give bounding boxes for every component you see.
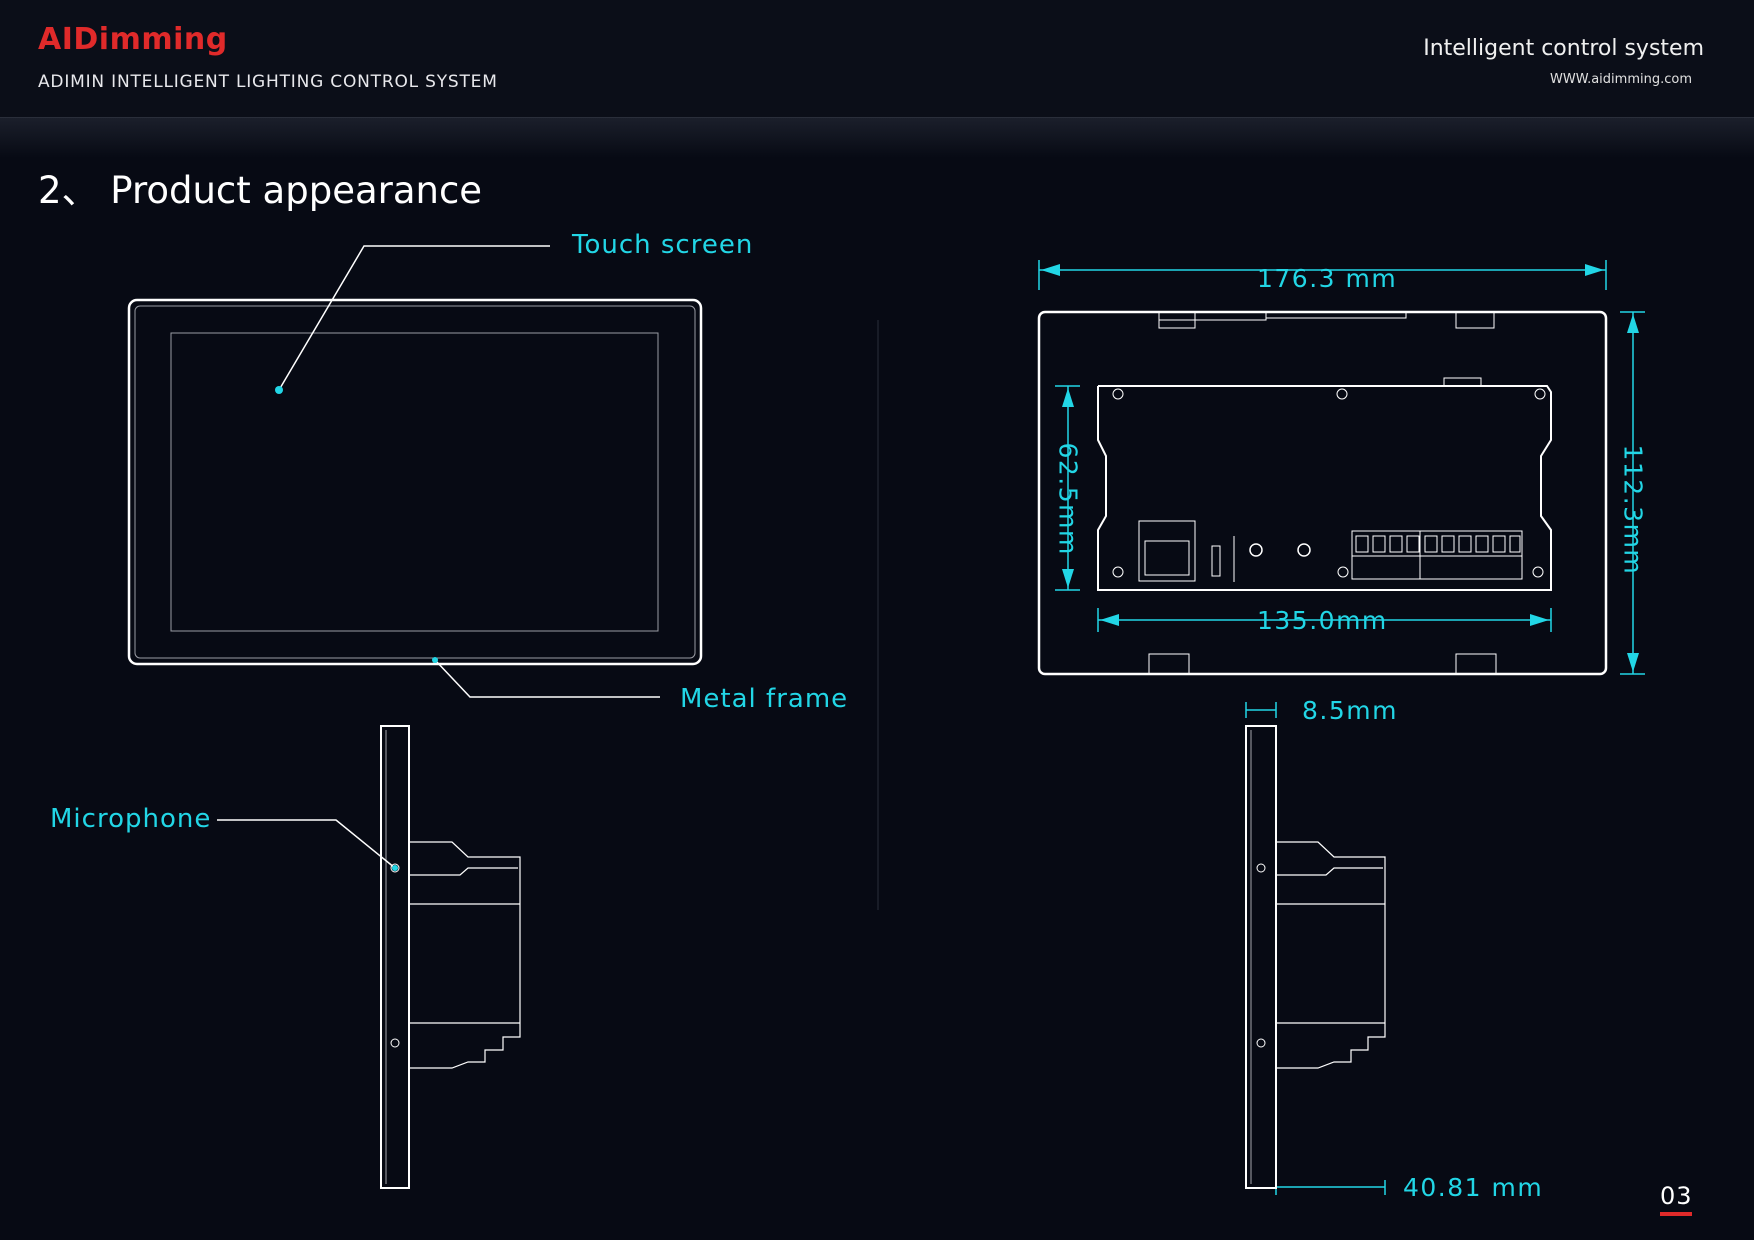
dim-frame-depth: 8.5mm: [1302, 696, 1398, 725]
microphone-hole: [390, 863, 400, 873]
metal-frame-leader: [434, 659, 660, 698]
brand-logo: AIDimming: [38, 22, 228, 57]
dim-height-total: 112.3mm: [1618, 444, 1648, 576]
label-microphone: Microphone: [50, 804, 212, 834]
screw-hole: [1256, 863, 1266, 873]
dim-width-total: 176.3 mm: [1257, 264, 1398, 293]
side-view-right: [1245, 725, 1386, 1189]
brand-subtitle: ADIMIN INTELLIGENT LIGHTING CONTROL SYST…: [38, 72, 498, 92]
metal-frame-dot: [432, 657, 438, 663]
microphone-leader: [217, 819, 396, 869]
side-view-left: [380, 725, 521, 1189]
page-title: 2、 Product appearance: [38, 169, 483, 212]
dimension-lines: [1038, 260, 1645, 1195]
header: [0, 0, 1754, 118]
dim-body-depth: 40.81 mm: [1403, 1173, 1544, 1202]
website-link[interactable]: WWW.aidimming.com: [1550, 72, 1692, 87]
page-number: 03: [1660, 1182, 1693, 1210]
dim-height-inner: 62.5mm: [1053, 442, 1083, 556]
screw-hole: [1256, 1038, 1266, 1048]
microphone-dot: [392, 865, 398, 871]
label-touch-screen: Touch screen: [572, 230, 754, 260]
tagline: Intelligent control system: [1423, 36, 1704, 61]
terminal-block: [1355, 535, 1521, 553]
touch-screen-leader: [278, 245, 550, 391]
label-metal-frame: Metal frame: [680, 684, 849, 714]
front-view: [127, 298, 703, 666]
dim-width-inner: 135.0mm: [1257, 606, 1388, 635]
screw-hole: [390, 1038, 400, 1048]
back-view: [1037, 310, 1608, 676]
touch-screen-dot: [275, 386, 283, 394]
page-number-underline: [1660, 1212, 1692, 1216]
header-shadow: [0, 118, 1754, 158]
